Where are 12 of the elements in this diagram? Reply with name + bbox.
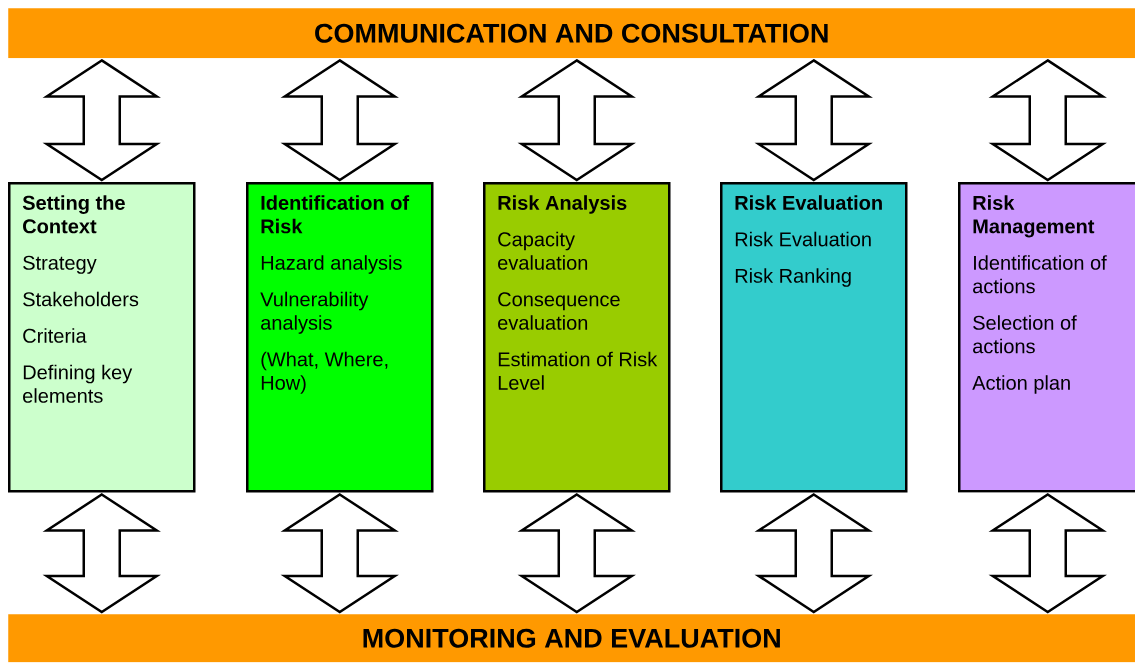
double-arrow (754, 493, 873, 614)
double-arrow (517, 493, 636, 614)
stage-box: Risk Management Identification of actions Selection of actions Action plan (958, 182, 1135, 493)
double-arrow (42, 493, 161, 614)
stage-box: Setting the Context Strategy Stakeholders Criteria Defining key elements (8, 182, 196, 493)
stage-box: Identification of Risk Hazard analysis Vulnerability analysis (What, Where, How) (246, 182, 434, 493)
banner: MONITORING AND EVALUATION (8, 614, 1135, 663)
banner: COMMUNICATION AND CONSULTATION (8, 8, 1135, 59)
double-arrow (280, 493, 399, 614)
stage-box: Risk Analysis Capacity evaluation Consequence evaluation Estimation of Risk Level (483, 182, 671, 493)
stage-box: Risk Evaluation Risk Evaluation Risk Ranking (720, 182, 908, 493)
double-arrow (988, 493, 1107, 614)
